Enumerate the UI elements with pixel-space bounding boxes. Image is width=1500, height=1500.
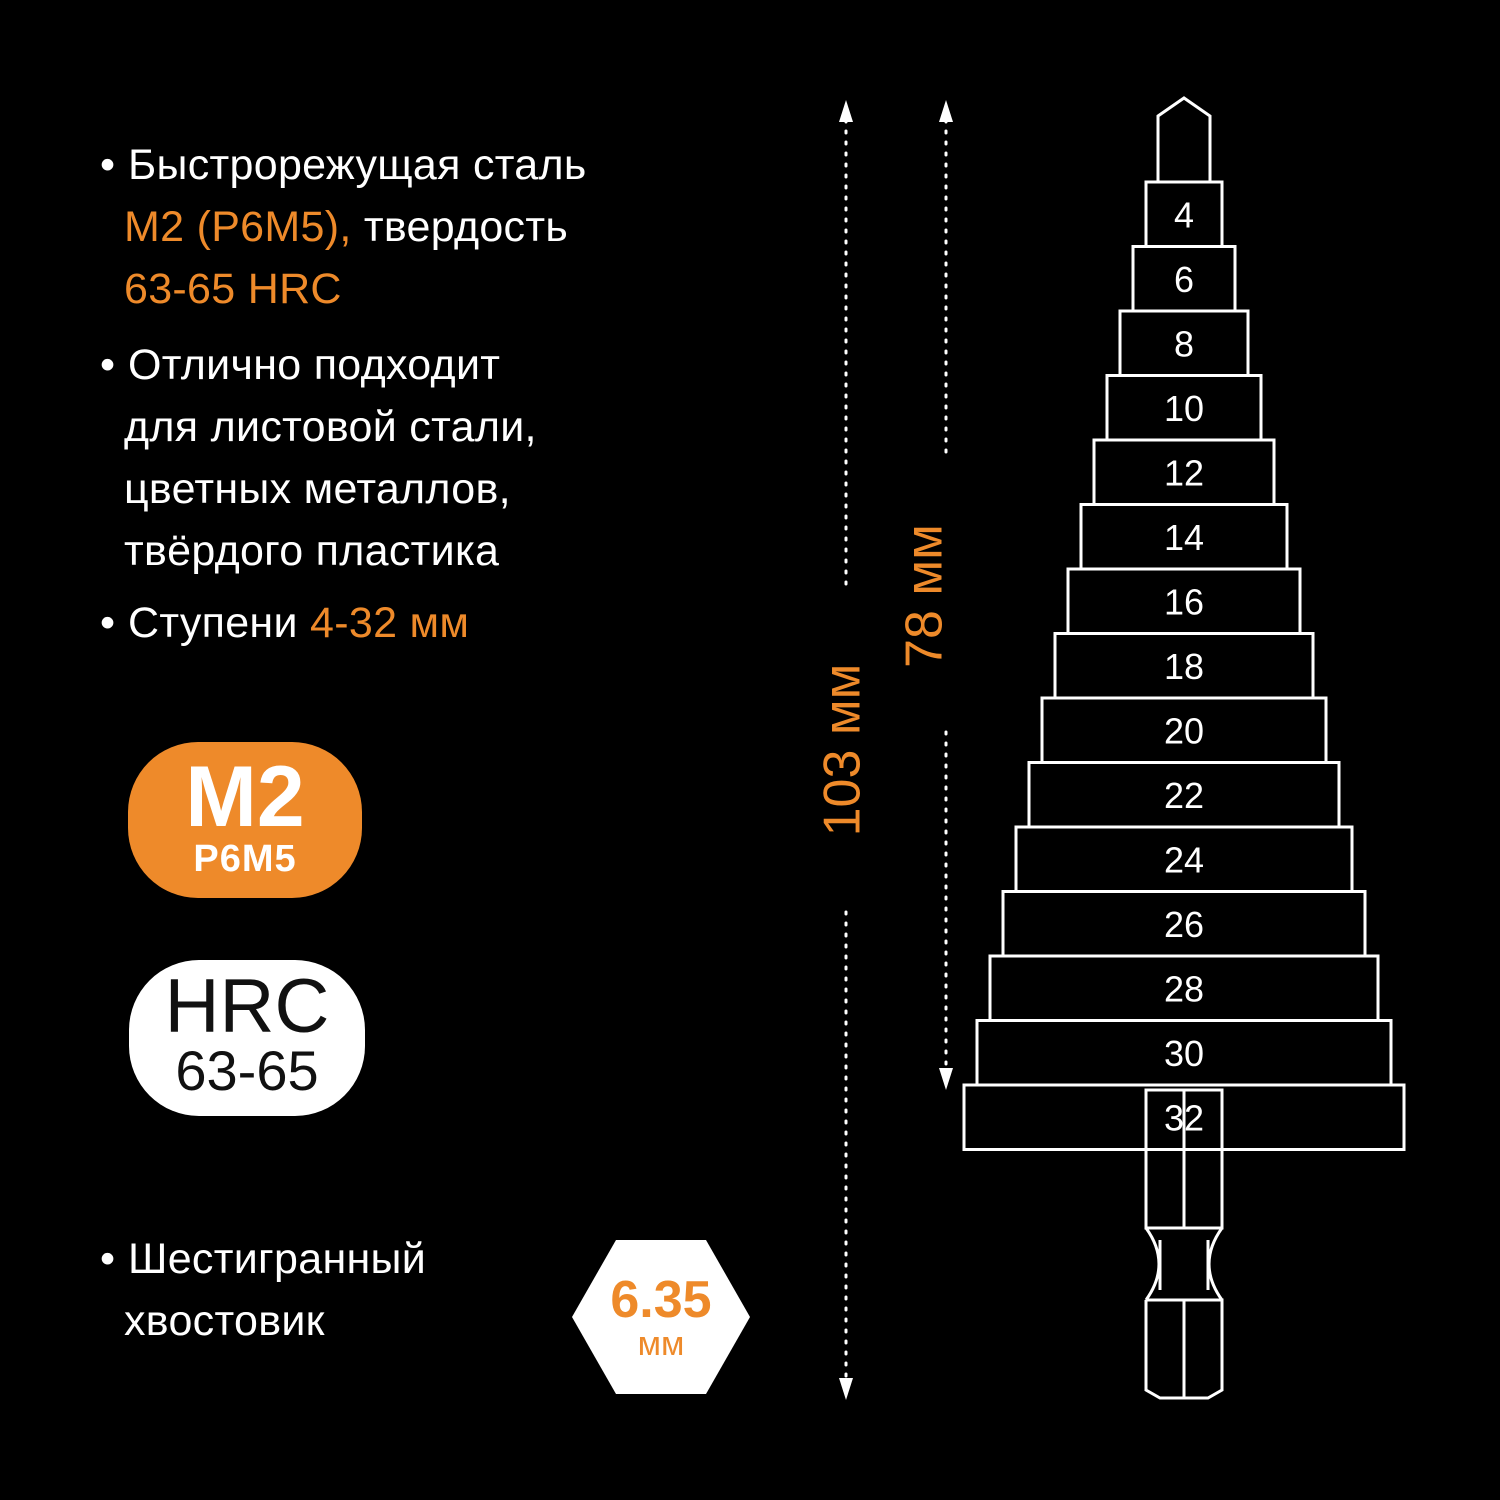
total-length-label: 103 мм <box>814 664 872 837</box>
drill-shank <box>1144 1088 1224 1400</box>
drill-step-label: 24 <box>1164 839 1204 880</box>
feature-steps: •Ступени 4-32 мм <box>100 592 469 654</box>
shank-size-unit: мм <box>637 1325 685 1363</box>
feature-line: хвостовик <box>100 1290 426 1352</box>
hardness-badge-main: HRC <box>164 964 330 1049</box>
feature-line: •Отлично подходит <box>100 334 537 396</box>
total-length-dimension: 103 мм <box>814 100 872 1400</box>
feature-line: для листовой стали, <box>100 396 537 458</box>
feature-line: •Шестигранный <box>100 1228 426 1290</box>
drill-step-label: 14 <box>1164 517 1204 558</box>
drill-step-label: 4 <box>1174 194 1194 235</box>
drill-tip <box>1156 96 1212 184</box>
arrow-up-icon <box>939 100 953 122</box>
shank-size-value: 6.35 <box>610 1271 712 1329</box>
drill-step-label: 6 <box>1174 259 1194 300</box>
drill-step-label: 28 <box>1164 968 1204 1009</box>
feature-materials: •Отлично подходит для листовой стали, цвет… <box>100 334 537 582</box>
feature-hex-shank: •Шестигранный хвостовик <box>100 1228 426 1352</box>
working-length-label: 78 мм <box>896 524 954 668</box>
arrow-down-icon <box>839 1378 853 1400</box>
material-badge-main: M2 <box>185 749 305 845</box>
drill-step-label: 12 <box>1164 452 1204 493</box>
feature-text: твердость <box>351 203 569 251</box>
bullet-icon: • <box>100 599 116 647</box>
bullet-icon: • <box>100 141 116 189</box>
drill-step-label: 10 <box>1164 388 1204 429</box>
feature-highlight: 63-65 HRC <box>124 265 342 313</box>
feature-text: Ступени <box>128 599 311 647</box>
bullet-icon: • <box>100 341 116 389</box>
material-badge: M2 P6M5 <box>128 742 362 898</box>
feature-line: 63-65 HRC <box>100 258 587 320</box>
feature-text: Быстрорежущая сталь <box>128 141 587 189</box>
feature-text: Шестигранный <box>128 1235 427 1283</box>
hexagon-icon <box>572 1240 750 1394</box>
hardness-badge-sub: 63-65 <box>175 1039 319 1102</box>
feature-line: цветных металлов, <box>100 458 537 520</box>
feature-line: М2 (Р6М5), твердость <box>100 196 587 258</box>
feature-line: твёрдого пластика <box>100 520 537 582</box>
feature-text: цветных металлов, <box>124 465 511 513</box>
feature-line: •Быстрорежущая сталь <box>100 134 587 196</box>
feature-highlight: М2 (Р6М5), <box>124 203 352 251</box>
drill-step-label: 26 <box>1164 904 1204 945</box>
drill-step-label: 18 <box>1164 646 1204 687</box>
drill-step-label: 20 <box>1164 710 1204 751</box>
hardness-badge: HRC 63-65 <box>129 960 365 1116</box>
shank-size-badge: 6.35 мм <box>572 1240 750 1394</box>
feature-text: для листовой стали, <box>124 403 537 451</box>
feature-text: Отлично подходит <box>128 341 501 389</box>
feature-text: твёрдого пластика <box>124 527 500 575</box>
material-badge-sub: P6M5 <box>193 838 297 880</box>
bullet-icon: • <box>100 1235 116 1283</box>
working-length-dimension: 78 мм <box>896 100 954 1090</box>
feature-highlight: 4-32 мм <box>310 599 470 647</box>
drill-step-label: 8 <box>1174 323 1194 364</box>
feature-line: •Ступени 4-32 мм <box>100 592 469 654</box>
drill-step-label: 30 <box>1164 1033 1204 1074</box>
arrow-down-icon <box>939 1068 953 1090</box>
drill-step-label: 16 <box>1164 581 1204 622</box>
feature-text: хвостовик <box>124 1297 325 1345</box>
drill-step-label: 22 <box>1164 775 1204 816</box>
arrow-up-icon <box>839 100 853 122</box>
